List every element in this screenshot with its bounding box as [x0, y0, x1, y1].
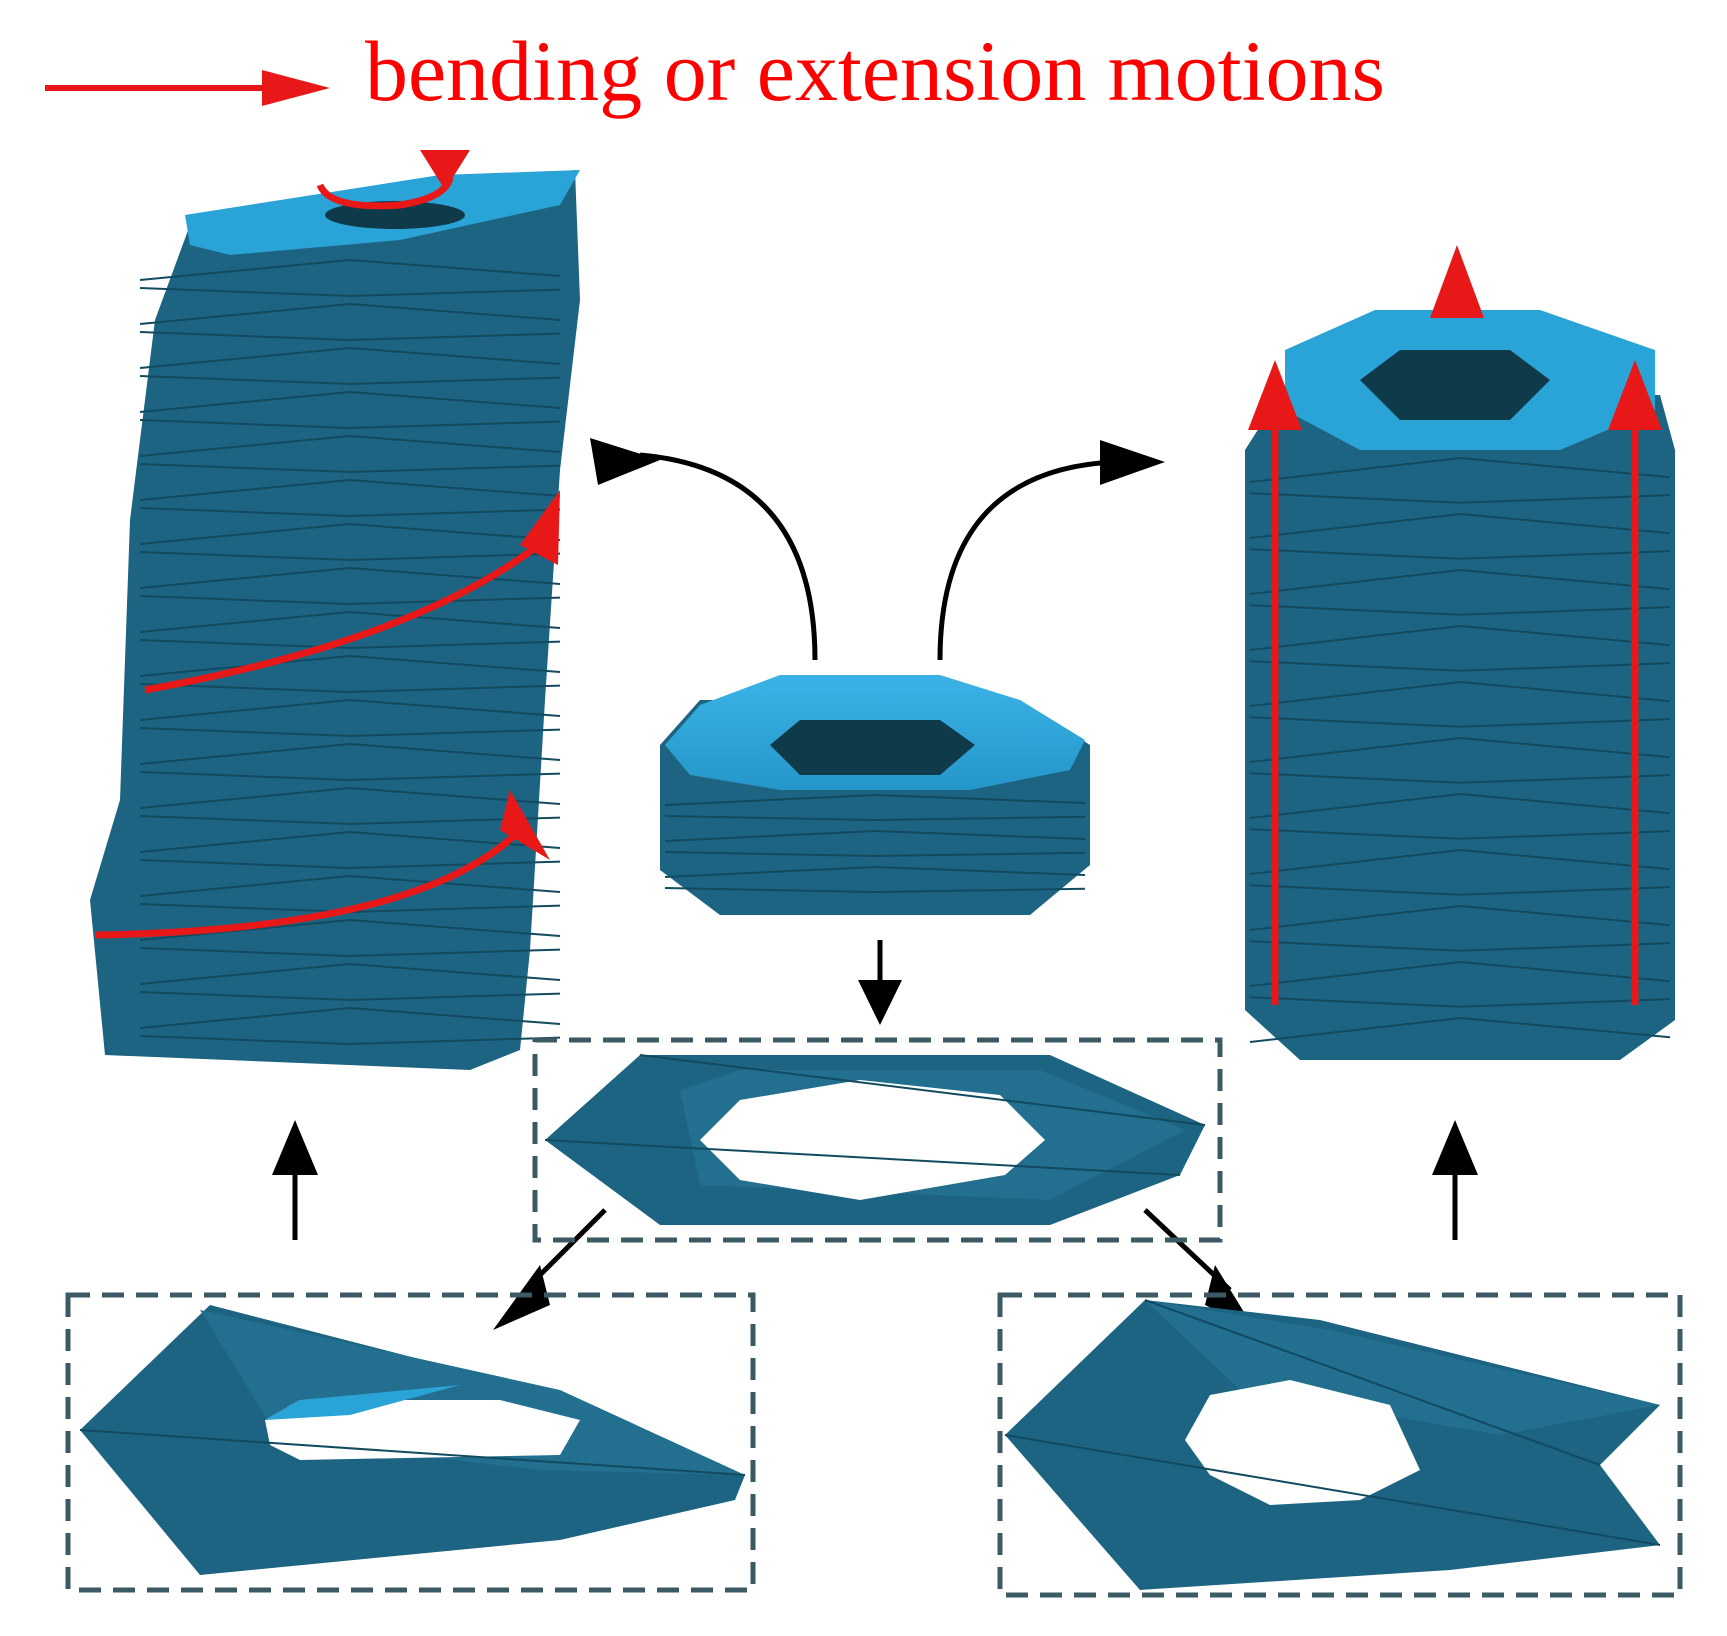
fold-line [139, 918, 561, 941]
fold-line [139, 639, 561, 650]
fold-line [139, 1006, 561, 1029]
fold-line [1249, 792, 1671, 819]
fold-line [664, 887, 1086, 894]
fold-line [139, 507, 561, 518]
fold-line [1249, 660, 1671, 672]
fold-line [1249, 940, 1671, 952]
fold-line [139, 1035, 561, 1046]
fold-line [139, 463, 561, 474]
fold-line [139, 815, 561, 826]
fold-line [139, 962, 561, 985]
extended-tube-folds [1249, 456, 1671, 1043]
fold-line [139, 390, 561, 413]
compressed-stack [660, 675, 1090, 915]
unit-cell-flat-box [532, 1037, 1223, 1243]
fold-line [139, 859, 561, 870]
fold-line [1249, 960, 1671, 987]
fold-line [139, 258, 561, 281]
fold-line [139, 551, 561, 562]
fold-line [139, 610, 561, 633]
fold-line [664, 793, 1086, 806]
fold-line [1249, 1016, 1671, 1043]
fold-line [1249, 456, 1671, 483]
fold-line [1249, 848, 1671, 875]
fold-line [139, 331, 561, 342]
unit-cell-bent [65, 1292, 756, 1593]
fold-line [139, 595, 561, 606]
legend-label: bending or extension motions [365, 23, 1385, 119]
fold-line [1249, 680, 1671, 707]
fold-line [139, 654, 561, 677]
fold-line [1249, 828, 1671, 840]
fold-line [139, 522, 561, 545]
fold-line [139, 991, 561, 1002]
fold-line [139, 683, 561, 694]
fold-line [664, 865, 1086, 878]
fold-line [139, 302, 561, 325]
legend-arrow [45, 70, 330, 106]
extension-arrow-top [1430, 245, 1484, 318]
fold-line [1249, 624, 1671, 651]
fold-line [139, 786, 561, 809]
arrow-to-twisted [639, 452, 818, 661]
fold-line [139, 346, 561, 369]
fold-line [664, 851, 1086, 858]
fold-line [1249, 904, 1671, 931]
fold-line [1249, 512, 1671, 539]
fold-line [139, 478, 561, 501]
fold-line [1249, 716, 1671, 728]
fold-line [139, 375, 561, 386]
twisted-tube [90, 150, 580, 1070]
fold-line [664, 815, 1086, 822]
fold-line [139, 830, 561, 853]
fold-line [139, 947, 561, 958]
fold-line [664, 829, 1086, 842]
fold-line [1249, 604, 1671, 616]
top-rotation-arrow [316, 176, 454, 210]
fold-line [1249, 548, 1671, 560]
twist-arrow-upper [144, 537, 548, 694]
fold-line [1249, 736, 1671, 763]
fold-line [139, 698, 561, 721]
unit-cell-bent-box [65, 1292, 756, 1593]
unit-cell-sheared-box [997, 1292, 1683, 1598]
unit-cell-flat [532, 1037, 1223, 1243]
twist-arrow-lower [94, 827, 523, 939]
fold-line [139, 434, 561, 457]
extended-tube [1245, 245, 1675, 1060]
fold-line [139, 419, 561, 430]
fold-line [1249, 996, 1671, 1008]
fold-line [139, 742, 561, 765]
fold-line [1249, 884, 1671, 896]
fold-line [1249, 568, 1671, 595]
fold-line [139, 727, 561, 738]
fold-line [139, 771, 561, 782]
fold-line [1249, 772, 1671, 784]
unit-cell-sheared [997, 1292, 1683, 1598]
arrow-to-extended [937, 459, 1116, 661]
fold-line [139, 874, 561, 897]
fold-line [139, 287, 561, 298]
fold-line [1249, 492, 1671, 504]
